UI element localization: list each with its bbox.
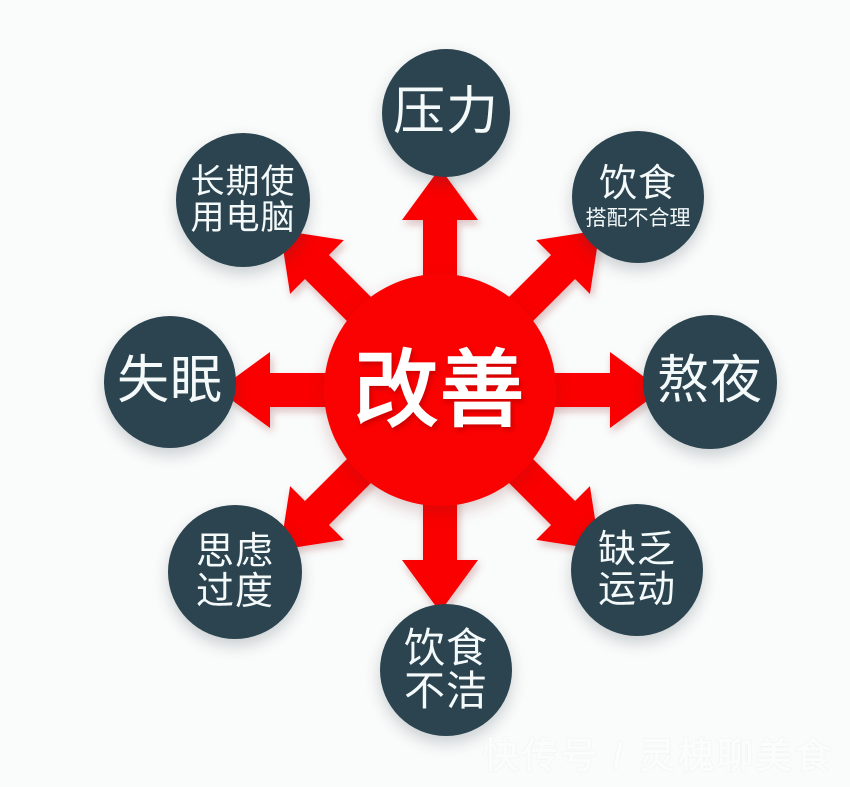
node-left[interactable]: 失眠 (104, 316, 236, 448)
center-node[interactable]: 改善 (324, 274, 556, 506)
watermark-text: 快传号 / 灵槐聊美食 (482, 735, 834, 776)
node-bottom-right[interactable]: 缺乏 运动 (571, 504, 703, 636)
node-right-line1: 熬夜 (656, 352, 763, 411)
node-top-left[interactable]: 长期使 用电脑 (176, 133, 310, 267)
node-bottom-left-line2: 过度 (195, 571, 274, 613)
node-top-line1: 压力 (392, 83, 499, 142)
node-bottom-line2: 不洁 (404, 668, 488, 714)
node-top-right-line2: 搭配不合理 (585, 206, 691, 230)
node-top[interactable]: 压力 (382, 49, 510, 177)
node-left-line1: 失眠 (116, 352, 223, 411)
node-top-left-line2: 用电脑 (190, 199, 296, 237)
node-bottom-left-line1: 思虑 (195, 530, 274, 573)
node-bottom-right-line1: 缺乏 (597, 528, 676, 571)
center-node-label: 改善 (353, 343, 526, 437)
node-bottom-left[interactable]: 思虑 过度 (168, 505, 302, 639)
node-top-right-line1: 饮食 (598, 163, 677, 206)
node-bottom[interactable]: 饮食 不洁 (380, 604, 512, 736)
node-top-left-line1: 长期使 (190, 162, 296, 201)
node-bottom-right-line2: 运动 (597, 569, 676, 611)
node-top-right[interactable]: 饮食 搭配不合理 (572, 131, 704, 263)
node-right[interactable]: 熬夜 (643, 315, 777, 449)
node-bottom-line1: 饮食 (404, 624, 488, 671)
